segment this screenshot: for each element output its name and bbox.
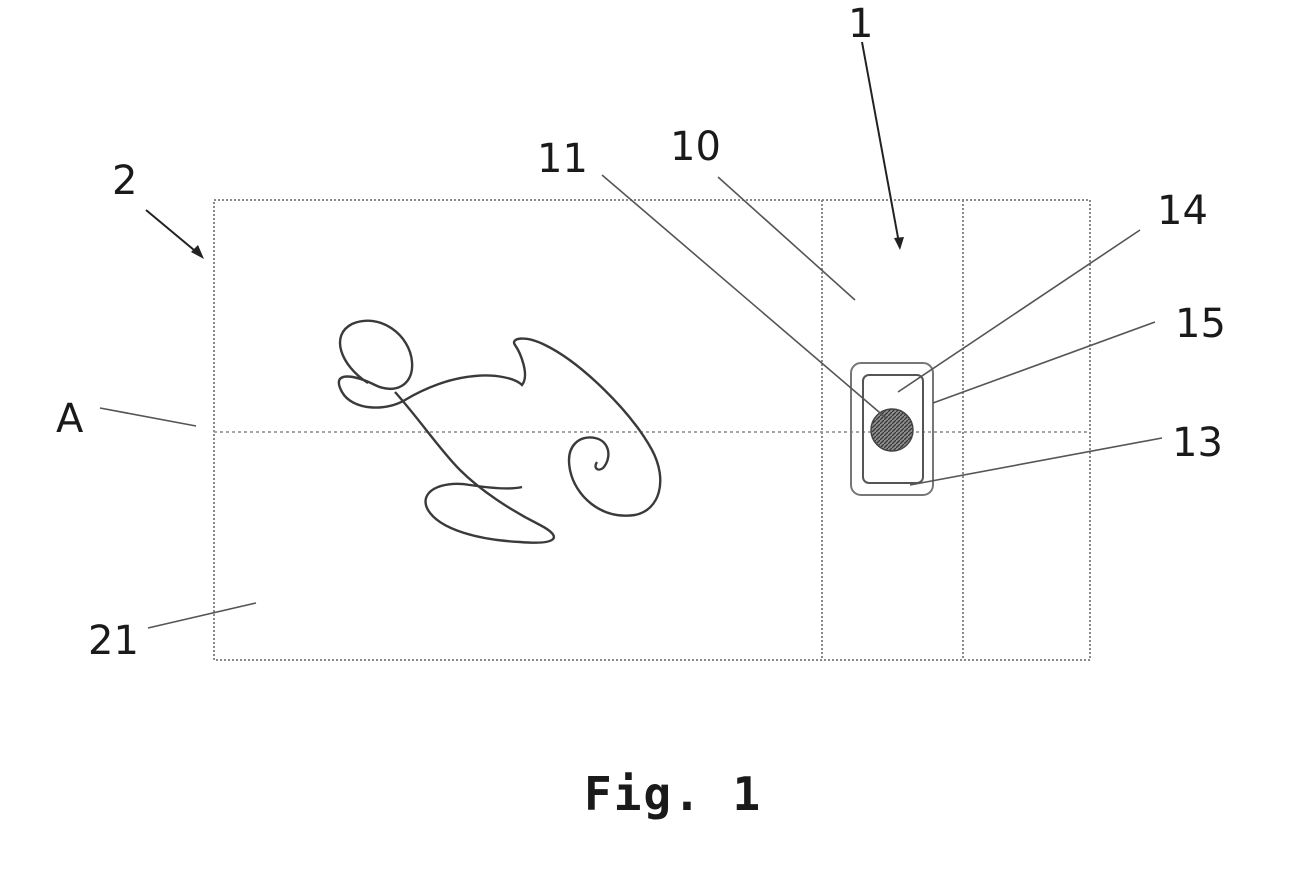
hatched-dot-11 xyxy=(871,409,913,451)
substrate-outline xyxy=(214,200,1090,660)
leader-1-arrowhead xyxy=(894,237,904,250)
leader-10 xyxy=(718,177,855,300)
leader-2 xyxy=(146,210,200,255)
ref-label-10: 10 xyxy=(670,124,721,170)
leader-2-arrowhead xyxy=(191,245,204,259)
leader-11 xyxy=(602,175,886,418)
figure-caption: Fig. 1 xyxy=(584,767,762,821)
ref-label-a: A xyxy=(56,396,84,442)
leader-a xyxy=(100,408,196,426)
leader-13 xyxy=(910,438,1162,485)
ref-label-13: 13 xyxy=(1172,420,1223,466)
leader-1 xyxy=(862,42,899,243)
ref-label-15: 15 xyxy=(1175,301,1226,347)
ref-label-2: 2 xyxy=(112,158,137,204)
ref-label-14: 14 xyxy=(1157,188,1208,234)
ref-label-1: 1 xyxy=(848,1,873,47)
ref-label-21: 21 xyxy=(88,618,139,664)
leader-14 xyxy=(898,230,1140,392)
ref-label-11: 11 xyxy=(537,136,588,182)
leader-21 xyxy=(148,603,256,628)
leader-15 xyxy=(933,322,1155,403)
